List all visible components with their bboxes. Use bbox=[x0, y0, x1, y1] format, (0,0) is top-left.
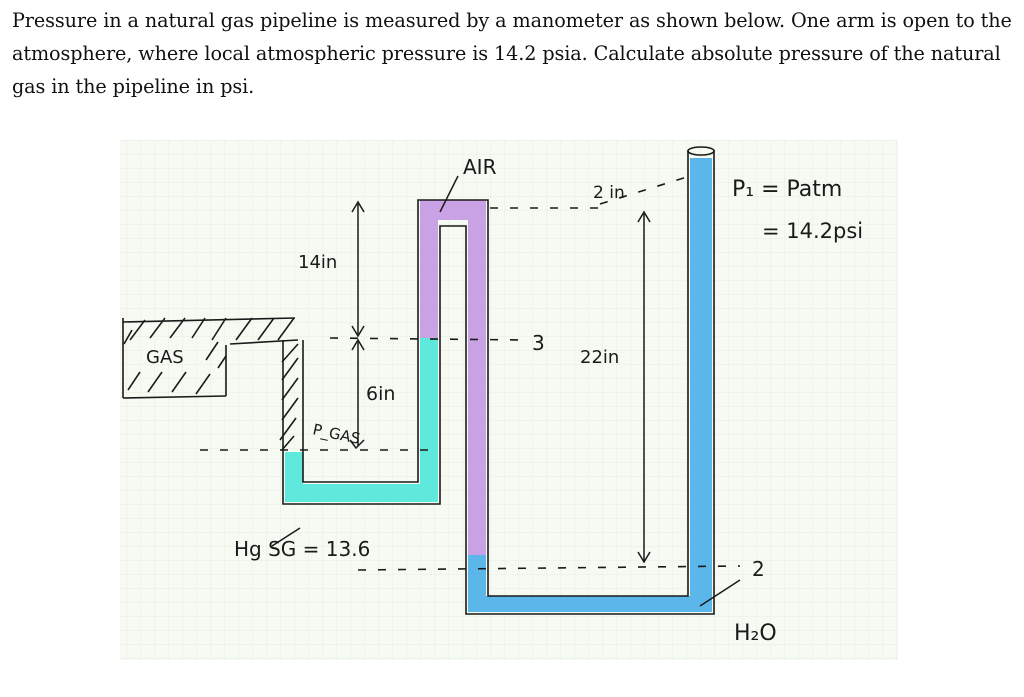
reference-dashes bbox=[200, 175, 741, 571]
gas-pipe-hatch bbox=[122, 317, 299, 451]
dimension-arrows bbox=[271, 175, 741, 607]
mercury-column bbox=[285, 338, 438, 502]
air-label: AIR bbox=[463, 155, 497, 179]
height-14in-label: 14in bbox=[298, 252, 337, 273]
point-2-label: 2 bbox=[752, 557, 765, 581]
mercury-sg-label: Hg SG = 13.6 bbox=[234, 537, 370, 561]
manometer-tube-outline bbox=[282, 146, 715, 615]
problem-statement: Pressure in a natural gas pipeline is me… bbox=[12, 9, 1012, 98]
gas-label: GAS bbox=[146, 347, 184, 368]
air-column bbox=[420, 200, 486, 555]
height-22in-label: 22in bbox=[580, 347, 619, 368]
point-3-label: 3 bbox=[532, 331, 545, 355]
height-6in-label: 6in bbox=[366, 383, 395, 405]
p1-value-label: = 14.2psi bbox=[762, 219, 863, 243]
water-label: H₂O bbox=[734, 621, 777, 646]
height-2in-label: 2 in bbox=[593, 183, 625, 203]
p1-atm-label: P₁ = Patm bbox=[732, 177, 842, 202]
